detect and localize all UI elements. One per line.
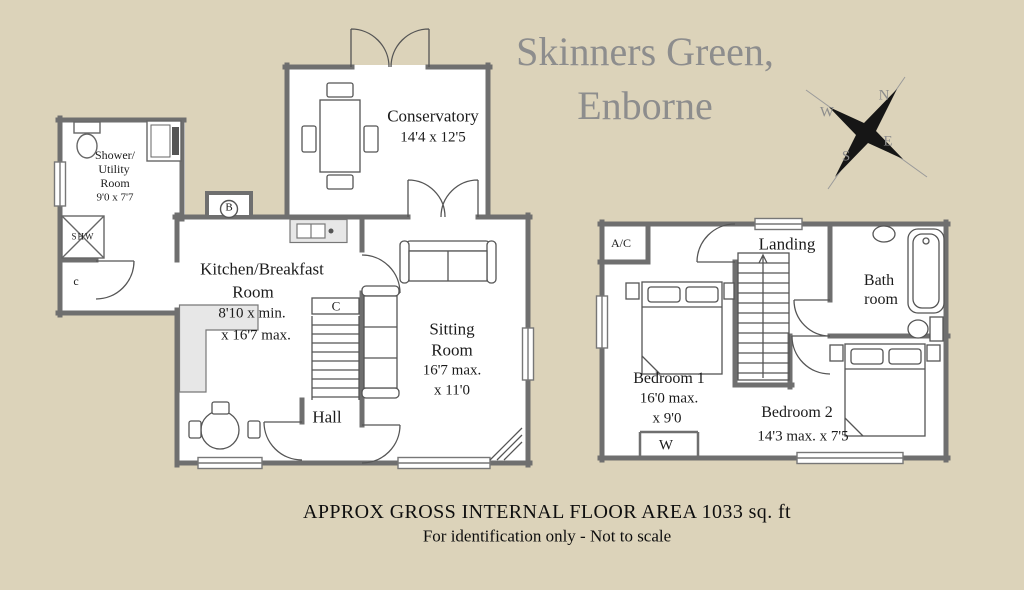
sofa-icons xyxy=(361,240,497,399)
conservatory-label: Conservatory xyxy=(387,106,479,126)
boiler-icon xyxy=(219,199,239,219)
bedroom2-dims: 14'3 max. x 7'5 xyxy=(757,428,849,445)
boiler-label: B xyxy=(225,201,233,214)
compass-n-label: N xyxy=(878,87,890,104)
wardrobe-label: W xyxy=(658,437,674,454)
kitchen-table-icon xyxy=(188,401,261,450)
page-title-line2: Enborne xyxy=(577,83,713,128)
first-stairs-icon xyxy=(737,252,790,381)
ground-stairs-icon xyxy=(311,297,360,400)
compass-e-label: E xyxy=(883,133,893,150)
shower-utility-label-line2: Utility xyxy=(98,162,130,176)
bathroom-label-line2: room xyxy=(864,291,898,308)
footer-area-text: APPROX GROSS INTERNAL FLOOR AREA 1033 sq… xyxy=(302,501,792,523)
shower-tray-label: SHW xyxy=(71,231,95,242)
bedroom1-dims-line1: 16'0 max. xyxy=(639,390,699,407)
kitchen-counter-icon xyxy=(178,218,348,393)
sitting-room-label-line1: Sitting xyxy=(429,319,475,339)
sitting-room-dims-line2: x 11'0 xyxy=(434,382,470,399)
landing-label: Landing xyxy=(758,234,816,254)
bedroom1-dims-line2: x 9'0 xyxy=(652,410,682,427)
hall-label: Hall xyxy=(312,407,342,427)
kitchen-label-line1: Kitchen/Breakfast xyxy=(200,259,324,279)
toilet-icon xyxy=(73,121,101,134)
first-floor-plan xyxy=(595,217,951,465)
ground-floor-windows xyxy=(53,161,535,470)
bedroom2-label: Bedroom 2 xyxy=(761,404,833,421)
compass-w-label: W xyxy=(819,104,835,121)
fireplace-icon xyxy=(489,427,523,461)
sitting-room-dims-line1: 16'7 max. xyxy=(422,362,482,379)
kitchen-label-line2: Room xyxy=(232,282,274,302)
conservatory-table-icon xyxy=(301,82,379,190)
bedroom1-label: Bedroom 1 xyxy=(633,370,705,387)
kitchen-dims-line1: 8'10 x min. xyxy=(218,305,286,322)
first-floor-windows xyxy=(595,217,904,465)
conservatory-footprint xyxy=(285,65,490,217)
cupboard-small-label: c xyxy=(73,274,79,288)
conservatory-dims: 14'4 x 12'5 xyxy=(400,129,466,146)
toilet-icon xyxy=(929,316,944,342)
shower-utility-label-line1: Shower/ xyxy=(95,148,135,162)
shower-utility-label-line3: Room xyxy=(100,176,130,190)
page-title-line1: Skinners Green, xyxy=(516,29,774,74)
compass-s-label: S xyxy=(841,148,851,165)
shower-utility-dims: 9'0 x 7'7 xyxy=(96,191,134,204)
shower-room-fixtures xyxy=(61,120,182,259)
bathroom-fixtures xyxy=(872,225,945,342)
airing-cupboard-label: A/C xyxy=(610,236,632,250)
kitchen-dims-line2: x 16'7 max. xyxy=(221,327,291,344)
wardrobe-outline xyxy=(638,430,700,457)
bathroom-label-line1: Bath xyxy=(863,272,895,289)
cupboard-label: C xyxy=(331,298,341,314)
compass-rose-icon xyxy=(805,76,928,190)
bedroom2-bed-icon xyxy=(829,343,941,437)
sink-icon xyxy=(872,225,896,243)
sitting-room-label-line2: Room xyxy=(431,340,473,360)
door-swing-arcs-first xyxy=(696,223,831,375)
ground-floor-plan xyxy=(53,28,535,470)
bedroom1-bed-icon xyxy=(625,281,735,375)
footer-disclaimer-text: For identification only - Not to scale xyxy=(422,526,672,546)
